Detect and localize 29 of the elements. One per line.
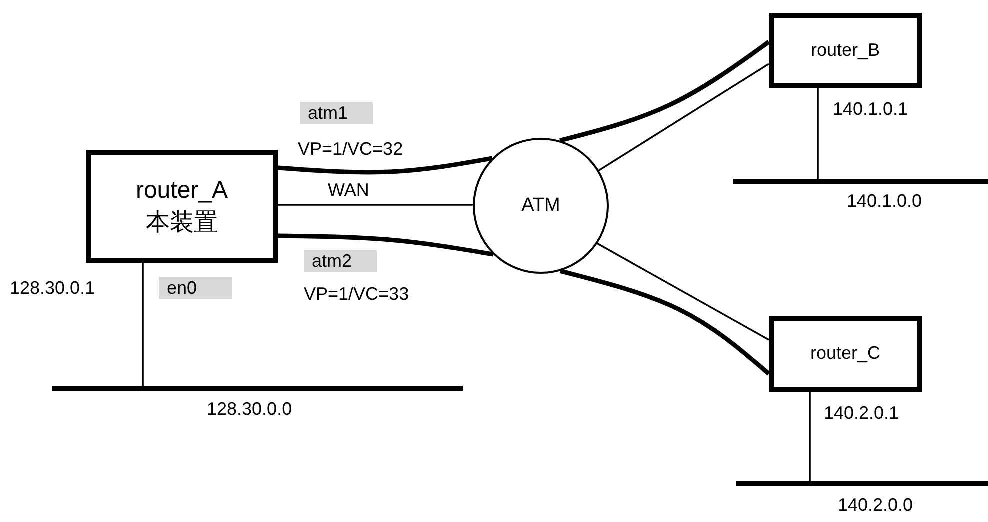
connection-line (278, 156, 493, 175)
router-box (86, 150, 278, 263)
connection-line (278, 234, 494, 257)
address-label: VP=1/VC=33 (304, 283, 410, 305)
address-label: VP=1/VC=32 (298, 138, 404, 160)
connection-line (142, 263, 144, 386)
interface-name: atm2 (304, 250, 377, 272)
connection-line (597, 242, 770, 341)
connection-line (560, 269, 770, 376)
node-label: router_C (810, 342, 881, 366)
address-label: 140.1.0.1 (833, 98, 908, 120)
network-address: 128.30.0.0 (207, 398, 292, 420)
connection-line (278, 204, 473, 206)
atm-cloud-circle (473, 138, 609, 274)
router-box (769, 316, 922, 392)
node-label: router_B (810, 38, 880, 62)
connection-line (809, 392, 811, 481)
node-label: router_A 本装置 (134, 176, 230, 238)
address-label: 128.30.0.1 (10, 277, 96, 299)
connection-line (817, 88, 819, 179)
connection-line (598, 63, 770, 172)
router-box (769, 13, 922, 88)
interface-name: atm1 (300, 102, 373, 124)
address-label: 140.2.0.1 (824, 402, 900, 424)
connection-line (560, 40, 770, 143)
interface-name: en0 (159, 277, 232, 299)
network-address: 140.1.0.0 (847, 190, 922, 212)
network-address: 140.2.0.0 (838, 494, 914, 516)
node-label: ATM (522, 194, 560, 218)
